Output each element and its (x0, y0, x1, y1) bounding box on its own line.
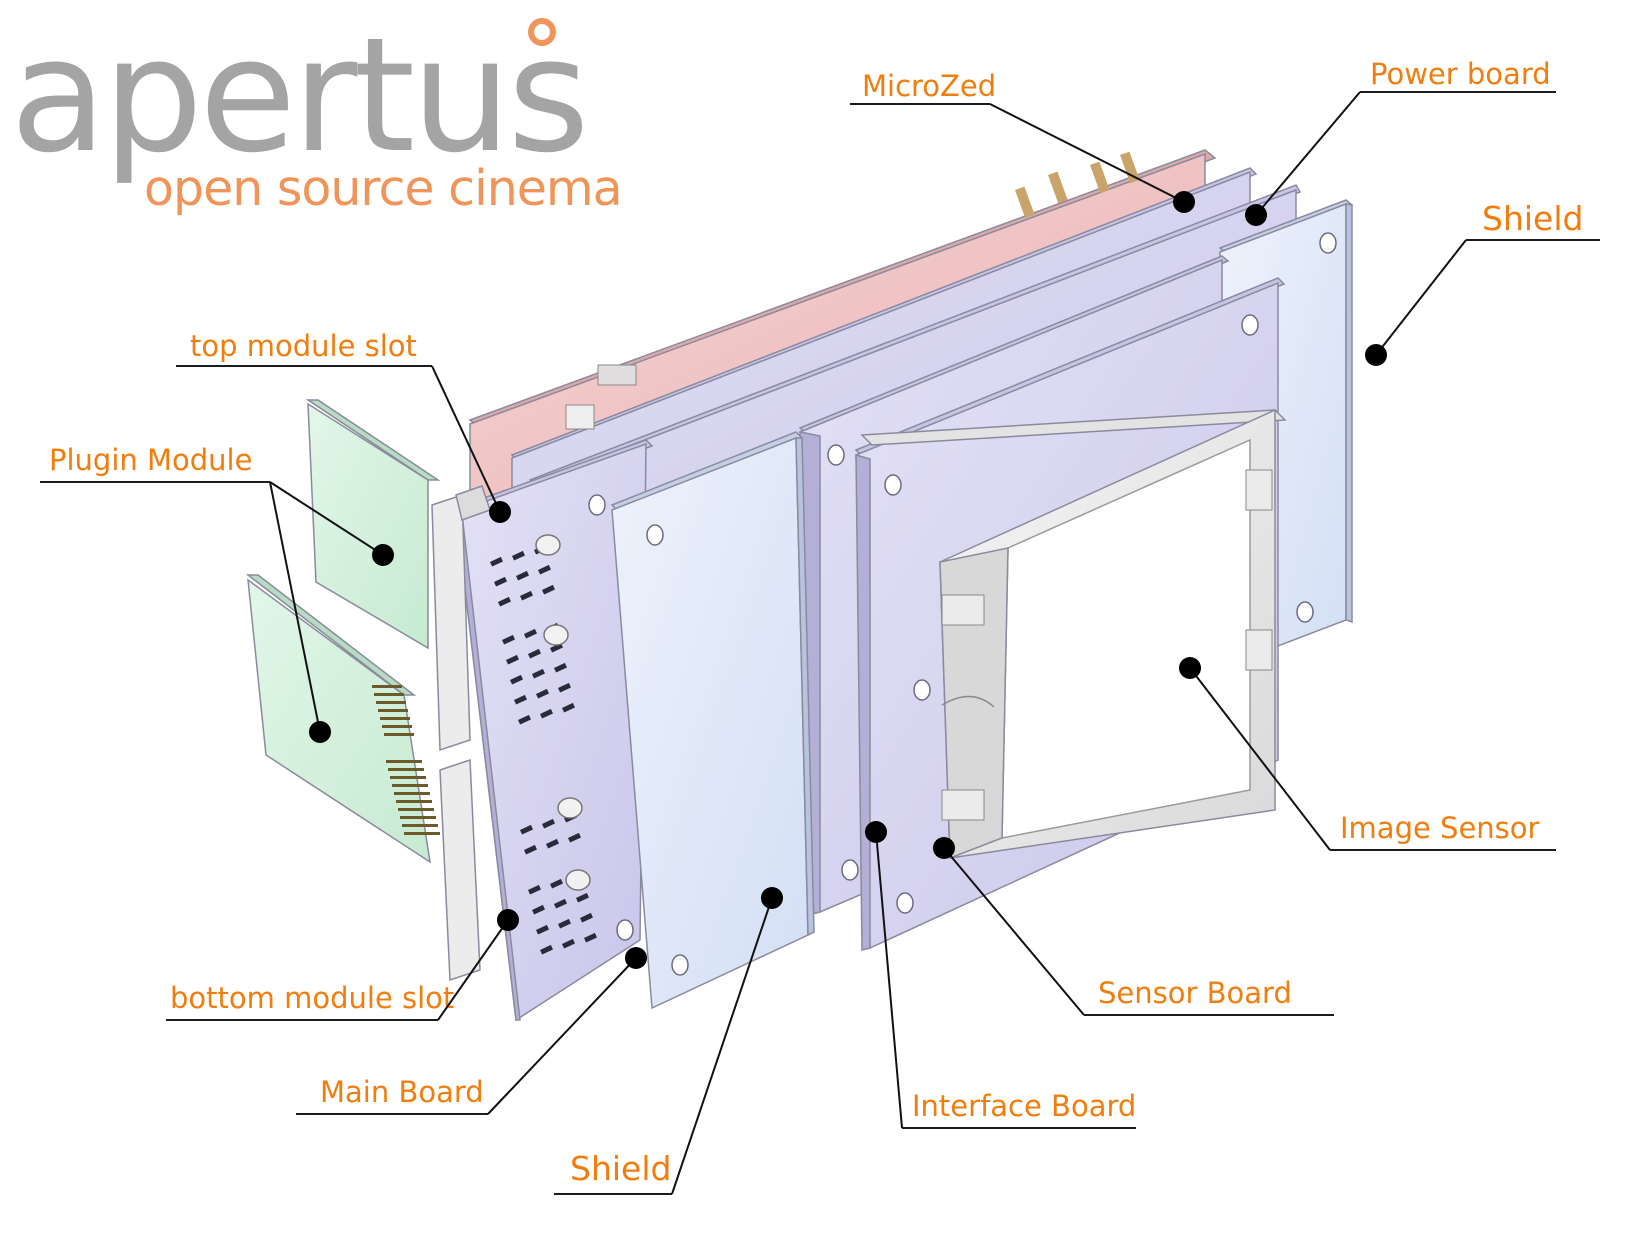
edge-contacts (372, 685, 440, 835)
mount-hole-icon (827, 444, 845, 466)
callout-interface-board: Interface Board (865, 821, 1136, 1129)
label-plugin-module: Plugin Module (49, 443, 252, 477)
plugin-module-top (305, 399, 441, 650)
mount-hole-icon (1319, 232, 1337, 254)
callout-image-sensor: Image Sensor (1179, 657, 1556, 851)
marker-dot (865, 821, 887, 843)
marker-dot (1179, 657, 1201, 679)
front-shield (610, 431, 815, 1010)
mount-hole-icon (616, 919, 634, 941)
callout-bottom-module-slot: bottom module slot (166, 909, 519, 1021)
image-sensor (860, 408, 1287, 860)
callout-plugin-module: Plugin Module (40, 443, 394, 743)
label-top-module-slot: top module slot (190, 329, 417, 363)
callout-top-module-slot: top module slot (176, 329, 511, 523)
mount-hole-icon (1296, 601, 1314, 623)
mount-hole-icon (646, 524, 664, 546)
marker-dot (497, 909, 519, 931)
mount-hole-icon (896, 892, 914, 914)
marker-dot (372, 544, 394, 566)
mount-hole-icon (1241, 314, 1259, 336)
marker-dot (625, 947, 647, 969)
marker-dot (933, 837, 955, 859)
mount-hole-icon (588, 494, 606, 516)
callout-main-board: Main Board (296, 947, 647, 1115)
callout-shield-bottom: Shield (554, 887, 783, 1195)
apertus-logo: apertus open source cinema (10, 4, 623, 217)
logo-wordmark: apertus (10, 4, 586, 188)
logo-tagline: open source cinema (144, 160, 622, 217)
callout-microzed: MicroZed (850, 69, 1195, 213)
callout-power-board: Power board (1245, 57, 1556, 226)
bottom-module-slot (439, 758, 481, 982)
label-main-board: Main Board (320, 1075, 484, 1109)
mount-hole-icon (671, 954, 689, 976)
marker-dot (1245, 204, 1267, 226)
callout-sensor-board: Sensor Board (933, 837, 1334, 1016)
logo-degree-icon (528, 18, 556, 46)
label-power-board: Power board (1370, 57, 1551, 91)
label-microzed: MicroZed (862, 69, 996, 103)
label-interface-board: Interface Board (912, 1089, 1136, 1123)
pin-grid-bottom (519, 812, 597, 955)
label-shield-right: Shield (1482, 199, 1583, 238)
label-shield-bottom: Shield (570, 1149, 671, 1188)
plugin-module-bottom (245, 574, 440, 864)
callout-shield-right: Shield (1365, 199, 1600, 366)
marker-dot (489, 501, 511, 523)
marker-dot (1365, 344, 1387, 366)
main-board (454, 439, 654, 1022)
label-image-sensor: Image Sensor (1340, 811, 1540, 845)
marker-dot (1173, 191, 1195, 213)
label-sensor-board: Sensor Board (1098, 976, 1292, 1010)
mount-hole-icon (884, 474, 902, 496)
label-bottom-module-slot: bottom module slot (170, 981, 454, 1015)
mount-hole-icon (913, 679, 931, 701)
mount-hole-icon (841, 859, 859, 881)
marker-dot (309, 721, 331, 743)
marker-dot (761, 887, 783, 909)
